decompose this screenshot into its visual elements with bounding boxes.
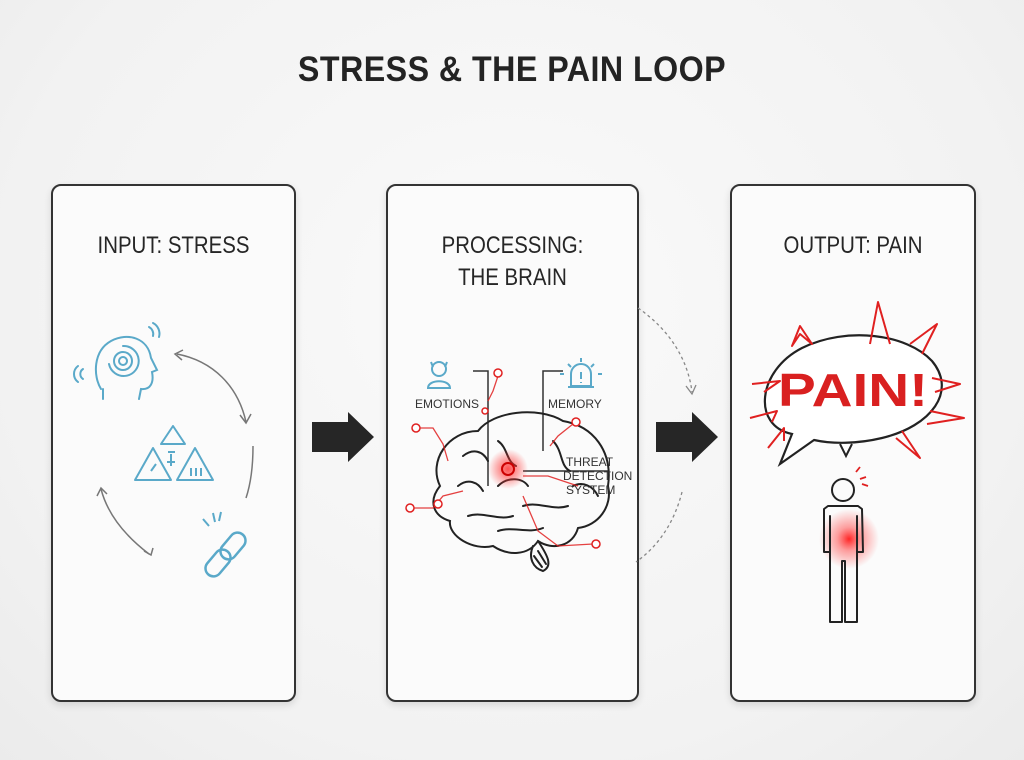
threat-center-glow: [488, 449, 528, 489]
person-figure-icon: [819, 466, 879, 623]
cycle-arrows: [96, 349, 254, 557]
output-pain-panel: OUTPUT: PAIN PAIN!: [730, 184, 976, 702]
input-panel-heading: INPUT: STRESS: [97, 232, 250, 259]
pain-diagram: PAIN!: [749, 301, 965, 623]
processing-panel-heading-line1: PROCESSING:: [441, 232, 584, 259]
stressed-head-icon: [73, 322, 161, 400]
pain-bubble-text: PAIN!: [778, 364, 928, 416]
stress-cycle-diagram: [73, 322, 254, 578]
broken-chain-icon: [202, 511, 247, 578]
speech-bubble-icon: PAIN!: [749, 301, 965, 468]
feedback-loop-arc: [635, 307, 697, 563]
memory-label: MEMORY: [548, 397, 602, 411]
alarm-icon: [560, 358, 602, 388]
input-stress-panel: INPUT: STRESS: [51, 184, 296, 702]
processing-panel-heading-line2: THE BRAIN: [458, 264, 567, 291]
page-title: STRESS & THE PAIN LOOP: [297, 50, 727, 89]
flow-arrow-1: [312, 412, 374, 462]
warning-triangles-icon: [134, 425, 214, 481]
processing-brain-panel: PROCESSING: THE BRAIN: [386, 184, 639, 702]
brain-diagram: EMOTIONS MEMORY THREAT DETECTION SYSTEM: [405, 358, 632, 573]
flow-arrow-2: [656, 412, 718, 462]
output-panel-heading: OUTPUT: PAIN: [783, 232, 923, 259]
person-icon: [426, 361, 452, 389]
threat-label-line3: SYSTEM: [566, 483, 615, 497]
threat-label-line2: DETECTION: [563, 469, 632, 483]
threat-label-line1: THREAT: [566, 455, 614, 469]
emotions-label: EMOTIONS: [415, 397, 479, 411]
